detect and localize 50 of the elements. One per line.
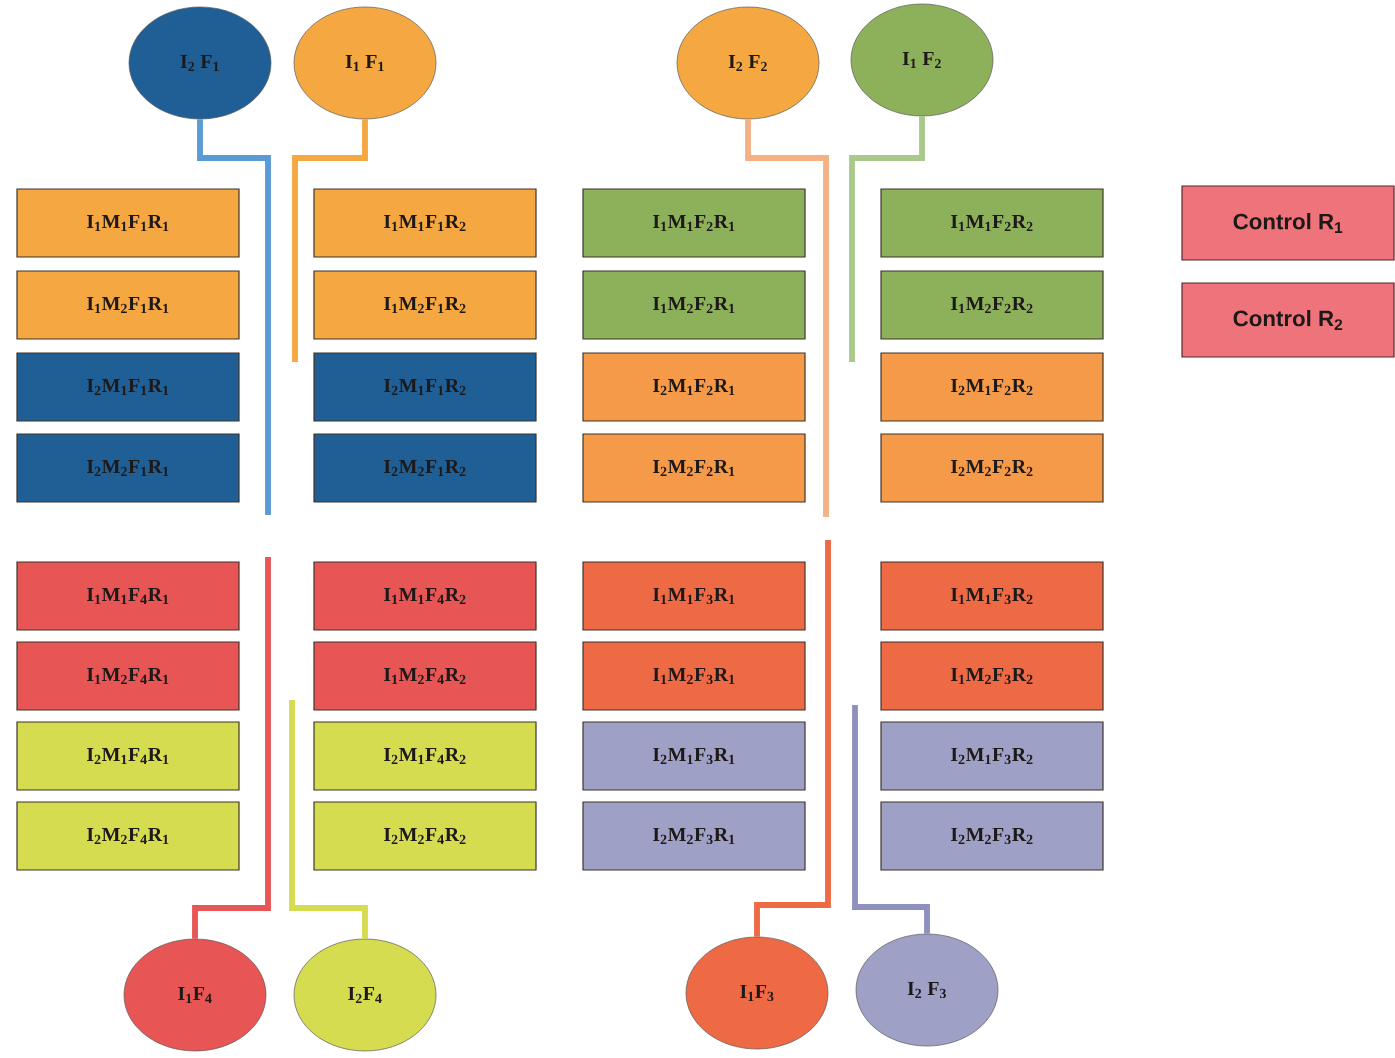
ellipse-node: I$_{1}$ F$_{2}$ [850,3,994,117]
treatment-box: I$_{1}$M$_{1}$F$_{2}$R$_{2}$ [880,188,1104,258]
ellipse-node: I$_{1}$F$_{3}$ [685,936,829,1050]
treatment-box: I$_{1}$M$_{2}$F$_{3}$R$_{1}$ [582,641,806,711]
treatment-box: I$_{1}$M$_{1}$F$_{3}$R$_{1}$ [582,561,806,631]
treatment-box: I$_{2}$M$_{2}$F$_{3}$R$_{2}$ [880,801,1104,871]
ellipse-node: I$_{1}$ F$_{1}$ [293,6,437,120]
treatment-box: I$_{1}$M$_{1}$F$_{4}$R$_{1}$ [16,561,240,631]
treatment-box: I$_{1}$M$_{1}$F$_{2}$R$_{1}$ [582,188,806,258]
connector-line [754,540,831,937]
connector-line [289,700,368,939]
treatment-box: I$_{2}$M$_{1}$F$_{3}$R$_{2}$ [880,721,1104,791]
treatment-box: I$_{2}$M$_{2}$F$_{1}$R$_{2}$ [313,433,537,503]
connector-line [852,705,930,934]
treatment-box: I$_{1}$M$_{2}$F$_{1}$R$_{1}$ [16,270,240,340]
connector-line [292,119,368,362]
treatment-box: I$_{1}$M$_{2}$F$_{4}$R$_{1}$ [16,641,240,711]
treatment-box: I$_{2}$M$_{1}$F$_{4}$R$_{1}$ [16,721,240,791]
treatment-box: I$_{2}$M$_{2}$F$_{4}$R$_{1}$ [16,801,240,871]
treatment-box: I$_{2}$M$_{2}$F$_{4}$R$_{2}$ [313,801,537,871]
ellipse-node: I$_{2}$ F$_{1}$ [128,6,272,120]
treatment-box: I$_{1}$M$_{2}$F$_{1}$R$_{2}$ [313,270,537,340]
ellipse-node: I$_{2}$ F$_{3}$ [855,933,999,1047]
ellipse-node: I$_{2}$ F$_{2}$ [676,6,820,120]
control-box: Control R$_{2}$ [1181,282,1395,358]
connector-line [745,119,829,517]
ellipse-node: I$_{2}$F$_{4}$ [293,938,437,1052]
treatment-box: I$_{2}$M$_{1}$F$_{1}$R$_{1}$ [16,352,240,422]
treatment-box: I$_{2}$M$_{1}$F$_{1}$R$_{2}$ [313,352,537,422]
treatment-box: I$_{2}$M$_{1}$F$_{2}$R$_{1}$ [582,352,806,422]
treatment-box: I$_{2}$M$_{2}$F$_{2}$R$_{1}$ [582,433,806,503]
treatment-box: I$_{1}$M$_{2}$F$_{3}$R$_{2}$ [880,641,1104,711]
connector-line [192,557,271,939]
treatment-box: I$_{2}$M$_{1}$F$_{3}$R$_{1}$ [582,721,806,791]
treatment-box: I$_{2}$M$_{2}$F$_{2}$R$_{2}$ [880,433,1104,503]
treatment-box: I$_{1}$M$_{2}$F$_{2}$R$_{1}$ [582,270,806,340]
control-box: Control R$_{1}$ [1181,185,1395,261]
treatment-box: I$_{2}$M$_{1}$F$_{2}$R$_{2}$ [880,352,1104,422]
connector-line [849,116,925,362]
connector-line [197,119,271,515]
treatment-box: I$_{1}$M$_{1}$F$_{4}$R$_{2}$ [313,561,537,631]
treatment-box: I$_{1}$M$_{1}$F$_{1}$R$_{1}$ [16,188,240,258]
treatment-box: I$_{2}$M$_{2}$F$_{3}$R$_{1}$ [582,801,806,871]
treatment-box: I$_{1}$M$_{1}$F$_{3}$R$_{2}$ [880,561,1104,631]
treatment-box: I$_{1}$M$_{2}$F$_{2}$R$_{2}$ [880,270,1104,340]
treatment-box: I$_{2}$M$_{2}$F$_{1}$R$_{1}$ [16,433,240,503]
ellipse-node: I$_{1}$F$_{4}$ [123,938,267,1052]
treatment-box: I$_{1}$M$_{2}$F$_{4}$R$_{2}$ [313,641,537,711]
treatment-box: I$_{2}$M$_{1}$F$_{4}$R$_{2}$ [313,721,537,791]
treatment-box: I$_{1}$M$_{1}$F$_{1}$R$_{2}$ [313,188,537,258]
